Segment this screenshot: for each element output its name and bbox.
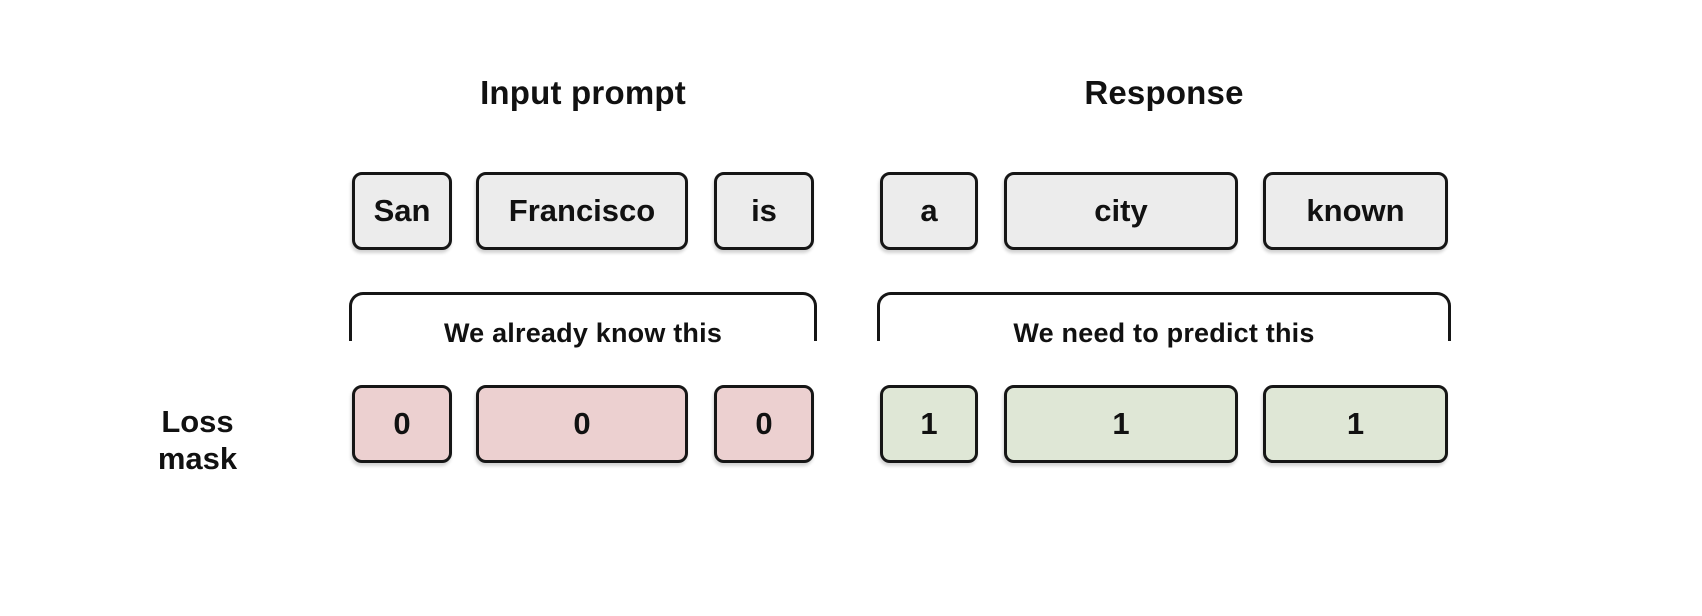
loss-mask-label-line2: mask	[157, 441, 238, 476]
mask-cell-san: 0	[352, 385, 452, 463]
loss-mask-label: Loss mask	[110, 403, 285, 477]
response-group-brace: We need to predict this	[877, 292, 1451, 348]
input-group-brace: We already know this	[349, 292, 817, 348]
mask-cell-known: 1	[1263, 385, 1448, 463]
mask-cell-is: 0	[714, 385, 814, 463]
mask-cell-francisco: 0	[476, 385, 688, 463]
mask-cell-a: 1	[880, 385, 978, 463]
input-brace-label: We already know this	[443, 318, 723, 348]
input-prompt-title: Input prompt	[480, 74, 686, 111]
response-title: Response	[1084, 74, 1244, 111]
token-francisco: Francisco	[476, 172, 688, 250]
response-brace-label: We need to predict this	[1013, 318, 1315, 348]
token-a: a	[880, 172, 978, 250]
token-is: is	[714, 172, 814, 250]
mask-cell-city: 1	[1004, 385, 1238, 463]
token-san: San	[352, 172, 452, 250]
loss-mask-label-line1: Loss	[161, 404, 234, 439]
token-known: known	[1263, 172, 1448, 250]
token-city: city	[1004, 172, 1238, 250]
